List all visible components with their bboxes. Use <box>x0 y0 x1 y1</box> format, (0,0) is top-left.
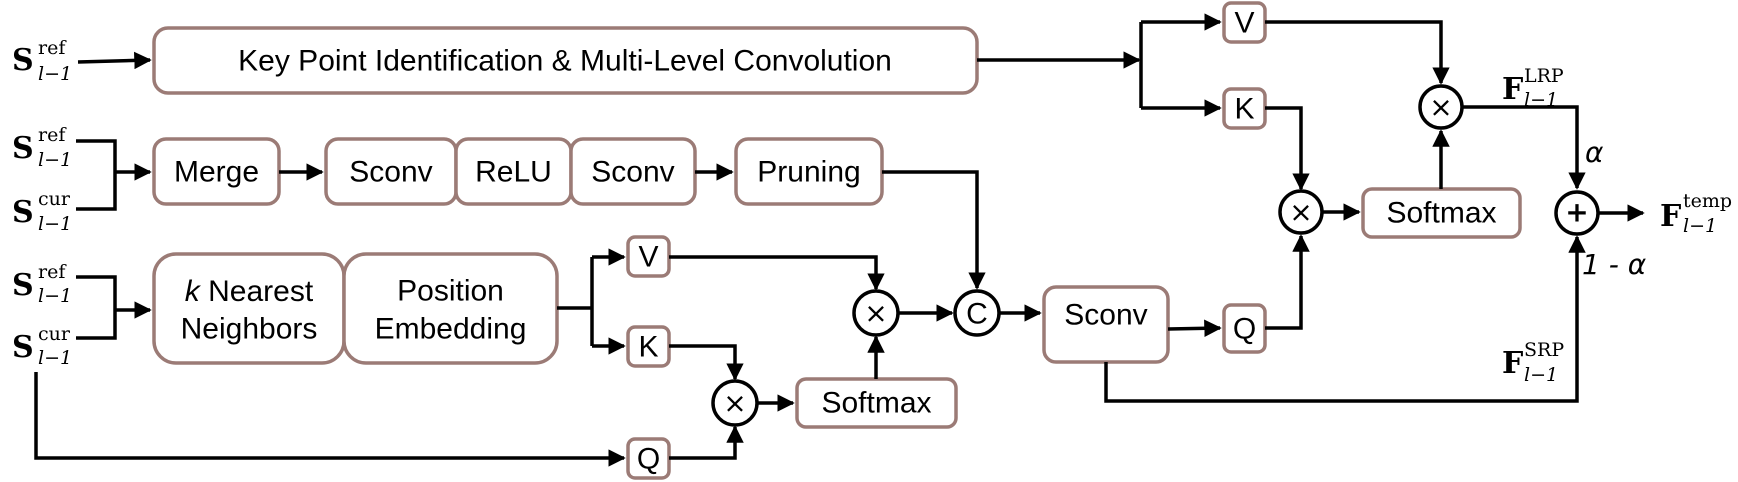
arrow-sconv-to-q <box>1167 319 1222 338</box>
svg-text:cur: cur <box>38 323 71 345</box>
keypoint-block[interactable]: Key Point Identification & Multi-Level C… <box>152 26 979 95</box>
svg-text:Q: Q <box>637 443 660 476</box>
multiply-op-right: × <box>1278 189 1324 235</box>
arrow-k-to-mult-right <box>1265 106 1310 191</box>
input-s-ref-row2: S ref l−1 <box>12 124 72 171</box>
svg-text:Softmax: Softmax <box>821 387 931 420</box>
multiply-op-top-right: × <box>1418 84 1464 130</box>
f-srp-label: F SRP l−1 <box>1502 339 1564 386</box>
multiply-op-mid: × <box>852 289 900 337</box>
one-minus-alpha-label: 1 - α <box>1582 248 1647 281</box>
svg-text:Position: Position <box>397 275 504 308</box>
svg-text:Softmax: Softmax <box>1386 197 1496 230</box>
arrow-q-to-mult-mid <box>669 425 744 460</box>
svg-text:Embedding: Embedding <box>375 313 527 346</box>
softmax-block-right[interactable]: Softmax <box>1361 187 1522 239</box>
svg-text:S: S <box>12 131 34 166</box>
svg-text:K: K <box>1234 93 1254 126</box>
keypoint-label: Key Point Identification & Multi-Level C… <box>238 45 892 78</box>
svg-text:F: F <box>1502 72 1523 107</box>
svg-text:l−1: l−1 <box>1683 215 1717 237</box>
sconv-block-3[interactable]: Sconv <box>1042 285 1170 364</box>
svg-text:l−1: l−1 <box>38 63 72 85</box>
arrow-q-to-mult-right <box>1265 234 1310 330</box>
arrow-scur-to-q <box>34 372 626 467</box>
bracket-row3 <box>76 275 117 340</box>
svg-text:×: × <box>1289 196 1312 229</box>
svg-text:ReLU: ReLU <box>475 156 552 189</box>
svg-text:S: S <box>12 268 34 303</box>
arrow-sref-to-keypoint <box>77 51 152 70</box>
svg-text:LRP: LRP <box>1524 65 1564 87</box>
relu-block[interactable]: ReLU <box>454 137 573 206</box>
arrow-pruning-to-concat <box>882 170 986 290</box>
svg-text:Neighbors: Neighbors <box>181 313 318 346</box>
arrow-lrp-to-add <box>1462 105 1586 190</box>
f-lrp-label: F LRP l−1 <box>1502 65 1564 111</box>
svg-text:ref: ref <box>38 37 67 59</box>
svg-text:l−1: l−1 <box>38 347 72 369</box>
svg-text:V: V <box>1234 7 1254 40</box>
add-op: + <box>1554 190 1600 236</box>
svg-text:cur: cur <box>38 188 71 210</box>
input-s-ref-row3: S ref l−1 <box>12 261 72 307</box>
multiply-op-bottom: × <box>711 379 759 427</box>
arrow-srp-to-add <box>1104 235 1586 403</box>
input-s-cur-row2: S cur l−1 <box>12 188 72 235</box>
svg-text:temp: temp <box>1683 190 1732 212</box>
svg-text:Sconv: Sconv <box>349 156 432 189</box>
v-block-mid[interactable]: V <box>626 235 671 278</box>
position-embedding-block[interactable]: Position Embedding <box>342 252 559 365</box>
arrow-k-to-mult-mid <box>669 344 744 381</box>
svg-text:S: S <box>12 330 34 365</box>
svg-text:×: × <box>723 387 746 420</box>
k-block-top[interactable]: K <box>1222 87 1267 130</box>
input-s-ref-row1: S ref l−1 <box>12 37 72 85</box>
k-block-mid[interactable]: K <box>626 325 671 368</box>
svg-text:Merge: Merge <box>174 156 259 189</box>
svg-text:S: S <box>12 195 34 230</box>
svg-text:l−1: l−1 <box>38 149 72 171</box>
svg-text:K: K <box>638 331 658 364</box>
svg-text:Sconv: Sconv <box>591 156 674 189</box>
sconv-block-2[interactable]: Sconv <box>569 137 697 206</box>
pruning-block[interactable]: Pruning <box>734 137 884 206</box>
bracket-row2 <box>76 139 117 211</box>
svg-text:Sconv: Sconv <box>1064 299 1147 332</box>
svg-text:F: F <box>1660 199 1681 234</box>
knn-block[interactable]: k Nearest Neighbors <box>152 252 346 365</box>
sconv-block-1[interactable]: Sconv <box>324 137 458 206</box>
v-block-top[interactable]: V <box>1222 1 1267 44</box>
svg-text:V: V <box>638 241 658 274</box>
q-block-mid[interactable]: Q <box>626 437 671 480</box>
svg-text:F: F <box>1502 346 1523 381</box>
svg-text:SRP: SRP <box>1524 339 1564 361</box>
svg-text:Q: Q <box>1233 313 1256 346</box>
svg-text:Pruning: Pruning <box>757 156 860 189</box>
svg-text:l−1: l−1 <box>38 285 72 307</box>
alpha-label: α <box>1585 136 1604 169</box>
svg-text:C: C <box>966 298 988 331</box>
arrow-v-to-mult-top <box>1265 20 1450 85</box>
merge-block[interactable]: Merge <box>152 137 281 206</box>
svg-text:×: × <box>864 297 887 330</box>
svg-text:ref: ref <box>38 124 67 146</box>
f-temp-output-label: F temp l−1 <box>1660 190 1732 237</box>
softmax-block-mid[interactable]: Softmax <box>795 377 958 429</box>
svg-text:×: × <box>1429 91 1452 124</box>
svg-text:k Nearest: k Nearest <box>185 275 314 308</box>
svg-text:ref: ref <box>38 261 67 283</box>
q-block-right[interactable]: Q <box>1222 303 1267 354</box>
arrow-v-to-mult-mid <box>669 255 885 291</box>
svg-text:l−1: l−1 <box>1524 89 1558 111</box>
svg-text:l−1: l−1 <box>1524 364 1558 386</box>
svg-text:S: S <box>12 43 34 78</box>
input-s-cur-row3: S cur l−1 <box>12 323 72 369</box>
concat-op: C <box>953 289 1001 337</box>
svg-text:+: + <box>1565 196 1588 229</box>
svg-text:l−1: l−1 <box>38 213 72 235</box>
